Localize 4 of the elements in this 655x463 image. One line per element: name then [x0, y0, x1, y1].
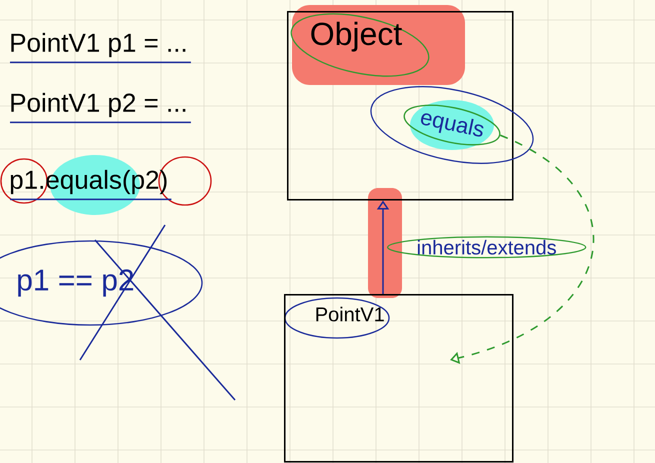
code-line: PointV1 p2 = ... [10, 92, 191, 124]
edge-label: inherits/extends [387, 236, 586, 258]
code-line: PointV1 p1 = ... [10, 32, 191, 64]
class-box: PointV1 [284, 294, 514, 462]
